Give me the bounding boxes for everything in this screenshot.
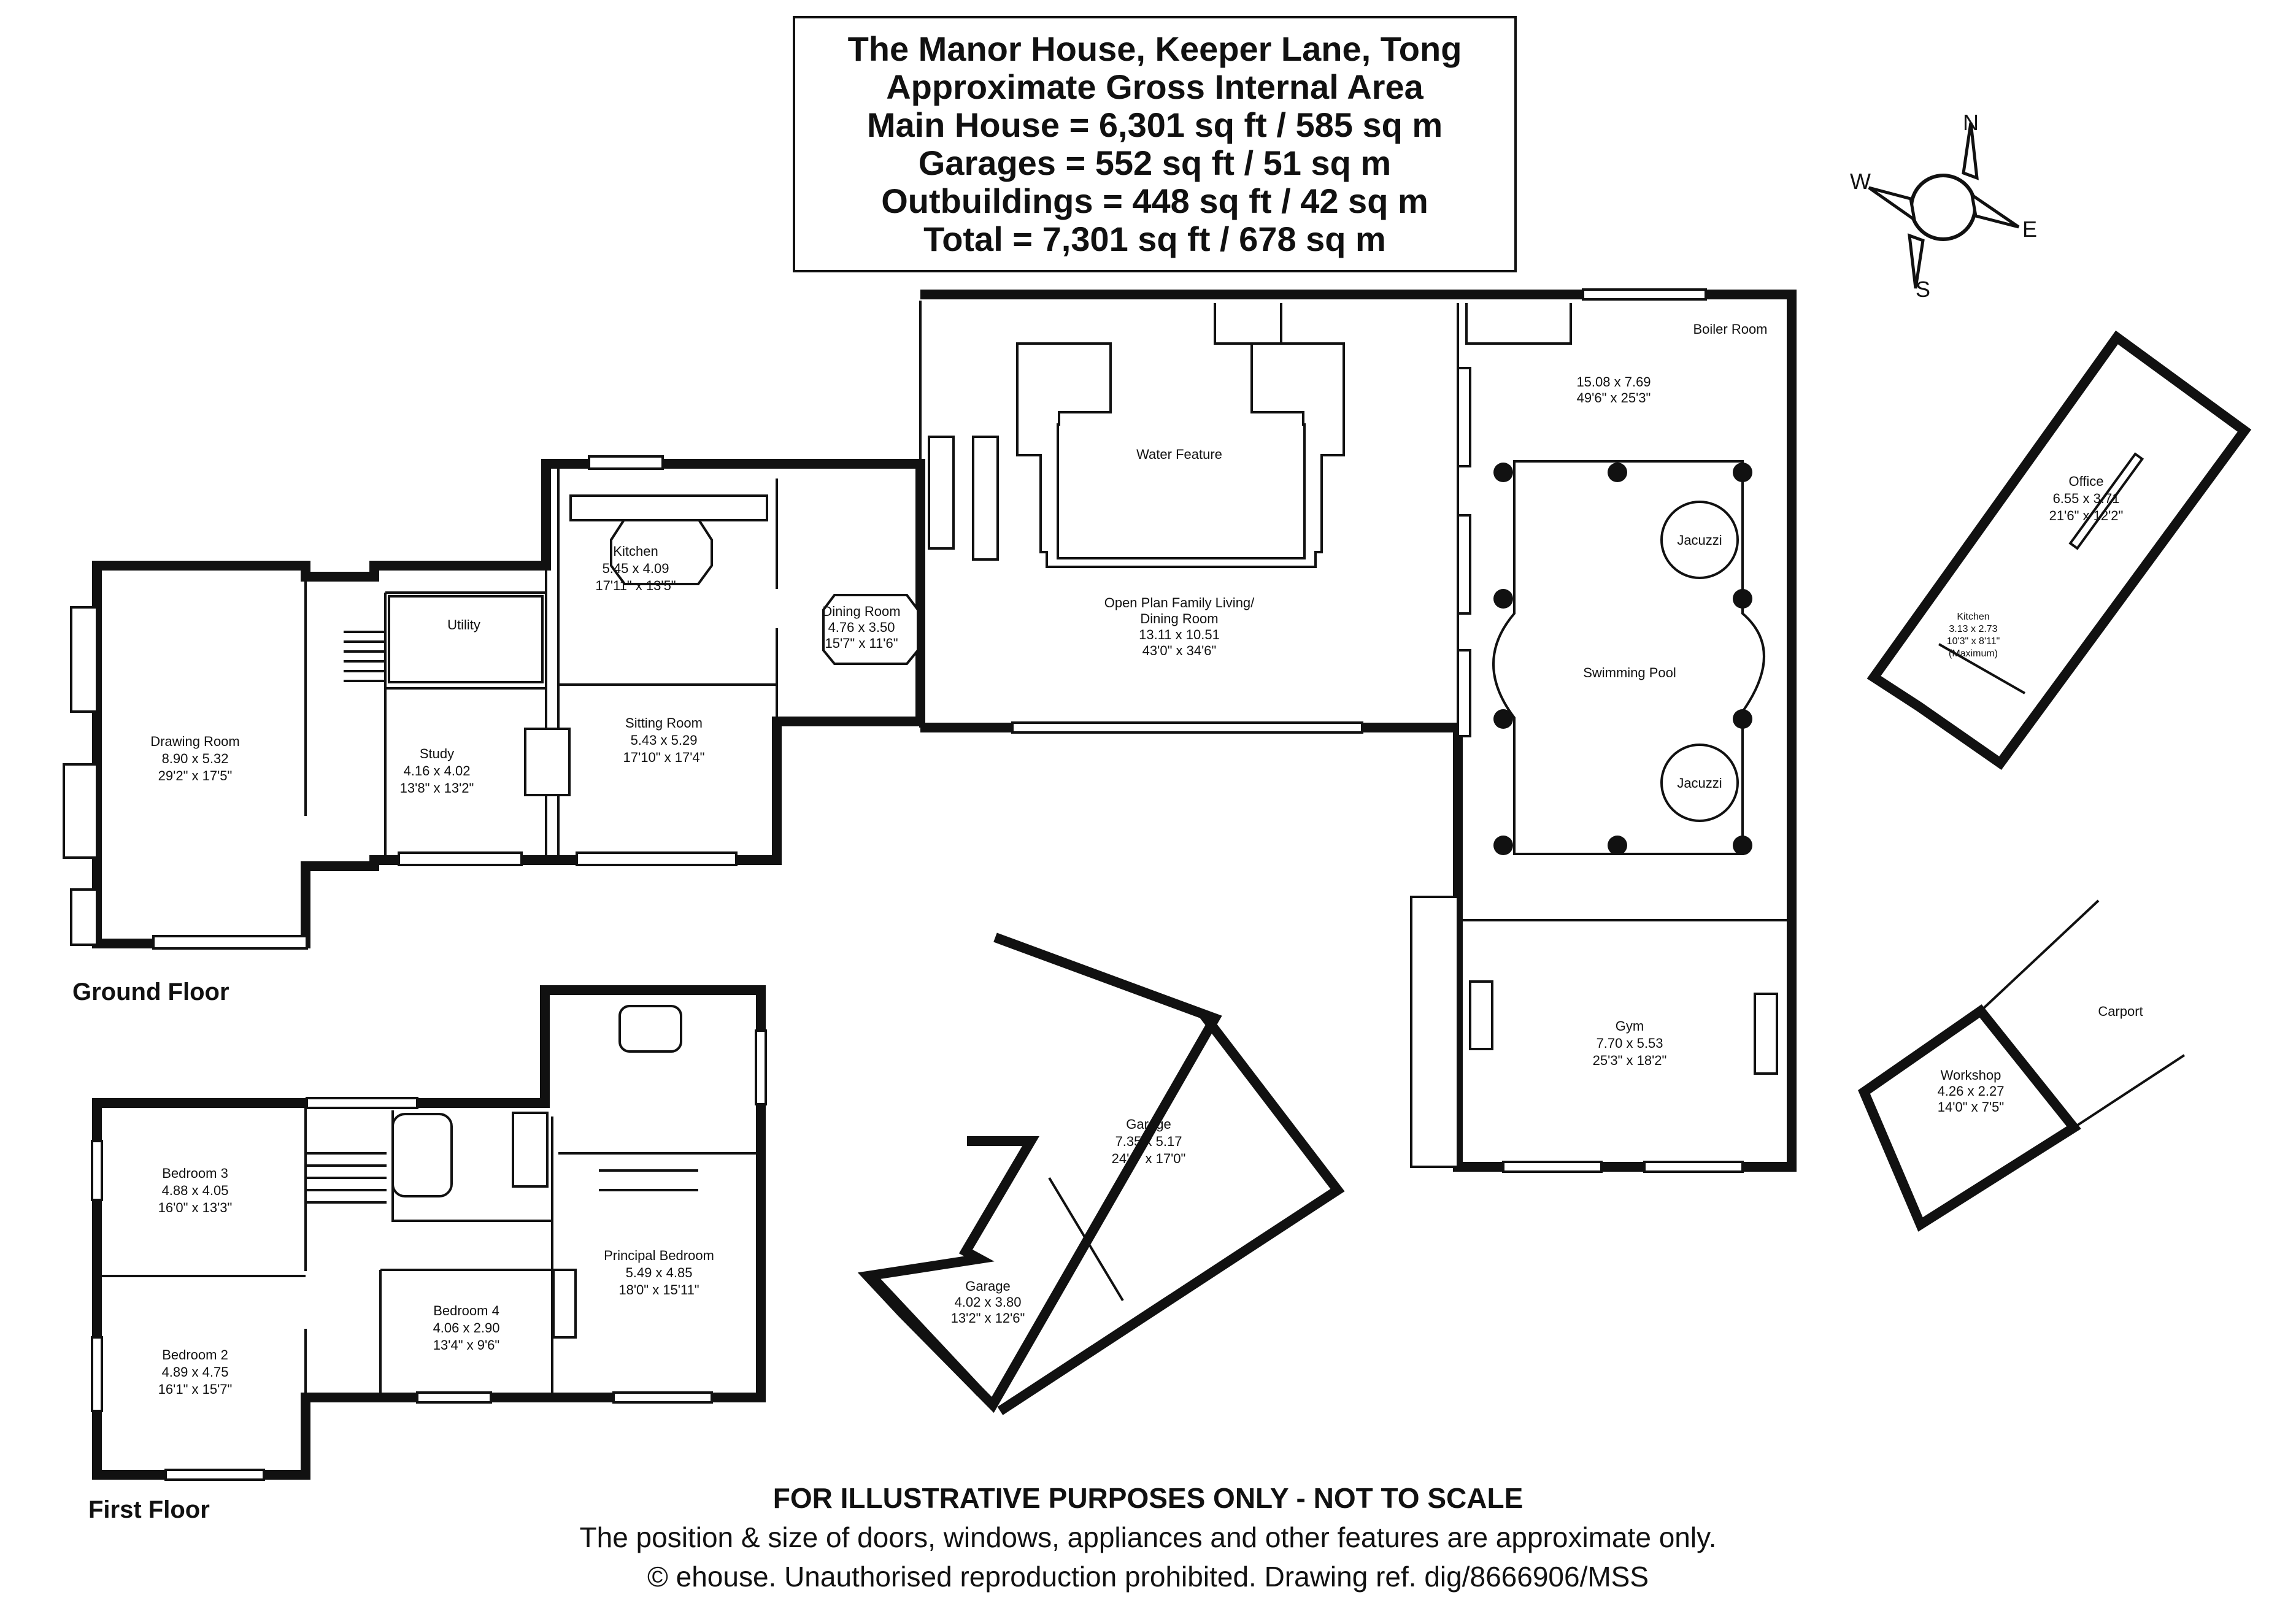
office-plan xyxy=(1866,330,2252,771)
workshop-ft: 14'0" x 7'5" xyxy=(1938,1099,2004,1115)
area-outbuildings: Outbuildings = 448 sq ft / 42 sq m xyxy=(881,182,1428,220)
compass-icon: N E S W xyxy=(1850,110,2037,302)
footer: FOR ILLUSTRATIVE PURPOSES ONLY - NOT TO … xyxy=(0,1478,2296,1596)
open-plan-label-2: Dining Room xyxy=(1140,611,1218,626)
garage-1-label: Garage xyxy=(1126,1117,1171,1132)
water-feature-label: Water Feature xyxy=(1136,447,1222,462)
dining-room-m: 4.76 x 3.50 xyxy=(828,620,895,635)
sitting-room-label: Sitting Room xyxy=(625,715,703,731)
compass-w: W xyxy=(1850,169,1871,194)
principal-bedroom-ft: 18'0" x 15'11" xyxy=(618,1282,699,1297)
bedroom-3-label: Bedroom 3 xyxy=(162,1166,228,1181)
compass-e: E xyxy=(2022,217,2037,242)
office-kitchen-m: 3.13 x 2.73 xyxy=(1949,624,1997,634)
office-m: 6.55 x 3.71 xyxy=(2053,491,2120,506)
bedroom-2-label: Bedroom 2 xyxy=(162,1347,228,1363)
sitting-room-m: 5.43 x 5.29 xyxy=(631,732,698,748)
compass-s: S xyxy=(1916,277,1930,302)
principal-bedroom-m: 5.49 x 4.85 xyxy=(626,1265,693,1280)
garage-2-m: 4.02 x 3.80 xyxy=(955,1294,1022,1310)
bedroom-4-ft: 13'4" x 9'6" xyxy=(433,1337,499,1353)
office-kitchen-label: Kitchen xyxy=(1957,612,1989,622)
workshop-m: 4.26 x 2.27 xyxy=(1938,1083,2005,1099)
dining-room-ft: 15'7" x 11'6" xyxy=(825,636,898,651)
gym-m: 7.70 x 5.53 xyxy=(1597,1036,1663,1051)
title-box: The Manor House, Keeper Lane, Tong Appro… xyxy=(793,16,1517,272)
study-label: Study xyxy=(420,746,454,761)
area-total: Total = 7,301 sq ft / 678 sq m xyxy=(923,220,1386,258)
study-m: 4.16 x 4.02 xyxy=(404,763,471,778)
boiler-room-label: Boiler Room xyxy=(1693,321,1767,337)
jacuzzi-1-label: Jacuzzi xyxy=(1677,532,1722,548)
room-labels: Drawing Room 8.90 x 5.32 29'2" x 17'5" U… xyxy=(72,321,2143,1523)
study-ft: 13'8" x 13'2" xyxy=(400,780,474,796)
office-kitchen-ft: 10'3" x 8'11" xyxy=(1947,636,2000,647)
area-main-house: Main House = 6,301 sq ft / 585 sq m xyxy=(866,106,1443,144)
pool-hall-m: 15.08 x 7.69 xyxy=(1576,374,1651,390)
drawing-room-label: Drawing Room xyxy=(150,734,240,749)
plan-title: The Manor House, Keeper Lane, Tong xyxy=(847,29,1462,68)
bedroom-2-ft: 16'1" x 15'7" xyxy=(158,1382,233,1397)
main-wing-plan xyxy=(920,288,1797,1173)
bedroom-4-label: Bedroom 4 xyxy=(433,1303,499,1318)
drawing-room-ft: 29'2" x 17'5" xyxy=(158,768,233,783)
workshop-plan xyxy=(1858,899,2186,1232)
area-subtitle: Approximate Gross Internal Area xyxy=(886,67,1423,106)
kitchen-ft: 17'11" x 13'5" xyxy=(595,578,676,593)
first-floor-plan xyxy=(91,985,767,1481)
compass-n: N xyxy=(1963,110,1979,135)
open-plan-ft: 43'0" x 34'6" xyxy=(1142,643,1217,658)
area-garages: Garages = 552 sq ft / 51 sq m xyxy=(918,144,1392,182)
ground-floor-plan xyxy=(63,301,925,950)
garage-2-ft: 13'2" x 12'6" xyxy=(951,1310,1025,1326)
gym-label: Gym xyxy=(1616,1018,1644,1034)
bedroom-3-m: 4.88 x 4.05 xyxy=(162,1183,229,1198)
garage-2-label: Garage xyxy=(965,1278,1010,1294)
gym-ft: 25'3" x 18'2" xyxy=(1593,1053,1667,1068)
first-floor-label: First Floor xyxy=(88,1496,210,1523)
workshop-label: Workshop xyxy=(1941,1067,2001,1083)
sitting-room-ft: 17'10" x 17'4" xyxy=(623,750,705,765)
garage-1-m: 7.35 x 5.17 xyxy=(1115,1134,1182,1149)
kitchen-m: 5.45 x 4.09 xyxy=(603,561,669,576)
bedroom-4-m: 4.06 x 2.90 xyxy=(433,1320,500,1336)
jacuzzi-2-label: Jacuzzi xyxy=(1677,775,1722,791)
bedroom-2-m: 4.89 x 4.75 xyxy=(162,1364,229,1380)
bedroom-3-ft: 16'0" x 13'3" xyxy=(158,1200,233,1215)
footer-copyright: © ehouse. Unauthorised reproduction proh… xyxy=(647,1561,1649,1593)
office-ft: 21'6" x 12'2" xyxy=(2049,508,2124,523)
pool-hall-ft: 49'6" x 25'3" xyxy=(1577,390,1651,406)
garage-1-ft: 24'1" x 17'0" xyxy=(1112,1151,1186,1166)
footer-disclaimer: FOR ILLUSTRATIVE PURPOSES ONLY - NOT TO … xyxy=(772,1482,1524,1514)
office-kitchen-note: (Maximum) xyxy=(1949,648,1998,659)
dining-room-label: Dining Room xyxy=(822,604,900,619)
carport-label: Carport xyxy=(2098,1004,2143,1019)
swimming-pool-label: Swimming Pool xyxy=(1583,665,1676,680)
open-plan-label: Open Plan Family Living/ xyxy=(1104,595,1255,610)
utility-label: Utility xyxy=(447,617,480,632)
garage-plan xyxy=(857,932,1345,1415)
office-label: Office xyxy=(2068,474,2103,489)
principal-bedroom-label: Principal Bedroom xyxy=(604,1248,714,1263)
open-plan-m: 13.11 x 10.51 xyxy=(1139,627,1220,642)
ground-floor-label: Ground Floor xyxy=(72,978,229,1005)
kitchen-label: Kitchen xyxy=(613,544,658,559)
footer-note: The position & size of doors, windows, a… xyxy=(579,1521,1717,1553)
drawing-room-m: 8.90 x 5.32 xyxy=(162,751,229,766)
